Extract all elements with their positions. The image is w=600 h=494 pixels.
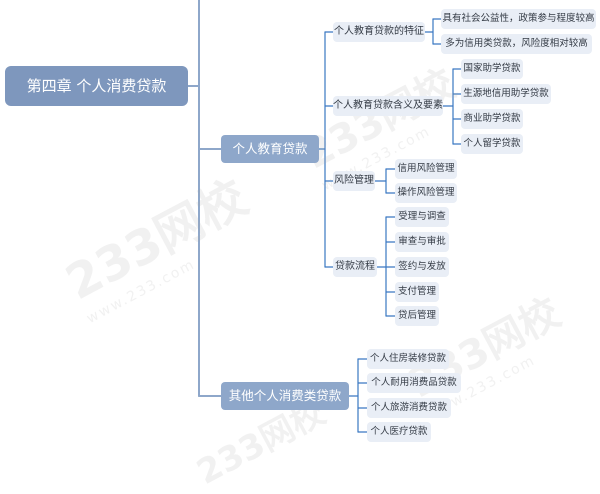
topic-node[interactable]: 个人教育贷款含义及要素	[333, 96, 443, 116]
leaf-node[interactable]: 国家助学贷款	[461, 59, 523, 79]
topic-node[interactable]: 个人教育贷款的特征	[333, 22, 425, 42]
leaf-node[interactable]: 生源地信用助学贷款	[461, 84, 551, 104]
leaf-node[interactable]: 信用风险管理	[395, 159, 457, 179]
topic-node[interactable]: 风险管理	[333, 171, 375, 191]
leaf-node[interactable]: 个人医疗贷款	[367, 422, 431, 442]
leaf-node[interactable]: 个人住房装修贷款	[367, 349, 449, 369]
leaf-node[interactable]: 操作风险管理	[395, 183, 457, 203]
leaf-node[interactable]: 贷后管理	[395, 306, 439, 326]
leaf-node[interactable]: 个人留学贷款	[461, 134, 523, 154]
root-node[interactable]: 第四章 个人消费贷款	[5, 66, 188, 106]
branch-node-other-consumer[interactable]: 其他个人消费类贷款	[221, 382, 349, 410]
branch-node-education[interactable]: 个人教育贷款	[221, 135, 319, 163]
leaf-node[interactable]: 具有社会公益性，政策参与程度较高	[441, 9, 596, 29]
leaf-node[interactable]: 多为信用类贷款，风险度相对较高	[441, 34, 592, 54]
leaf-node[interactable]: 签约与发放	[395, 257, 449, 277]
leaf-node[interactable]: 支付管理	[395, 282, 439, 302]
connector-lines	[187, 0, 462, 433]
leaf-node[interactable]: 个人耐用消费品贷款	[367, 373, 461, 393]
topic-node[interactable]: 贷款流程	[333, 257, 377, 277]
leaf-node[interactable]: 商业助学贷款	[461, 109, 523, 129]
leaf-node[interactable]: 受理与调查	[395, 207, 449, 227]
leaf-node[interactable]: 个人旅游消费贷款	[367, 398, 451, 418]
leaf-node[interactable]: 审查与审批	[395, 232, 449, 252]
